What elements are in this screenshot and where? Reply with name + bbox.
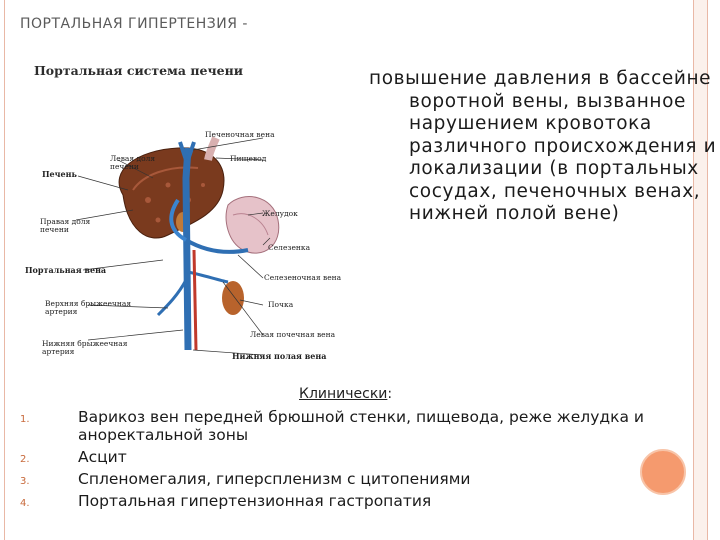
frame-left-line bbox=[4, 0, 5, 540]
label-stomach: Желудок bbox=[262, 209, 298, 218]
definition-text: повышение давления в бассейне воротной в… bbox=[369, 68, 717, 224]
anatomy-illustration bbox=[75, 136, 280, 356]
label-sup-mesenteric: Верхняя брыжеечная артерия bbox=[45, 299, 132, 316]
list-item-text: Асцит bbox=[78, 448, 127, 466]
list-item: 3. Спленомегалия, гиперспленизм с цитопе… bbox=[20, 470, 700, 488]
frame-right-strip bbox=[694, 0, 707, 540]
clinical-heading-colon: : bbox=[387, 386, 393, 402]
label-spleen: Селезенка bbox=[268, 243, 311, 252]
label-right-lobe: Правая доля печени bbox=[40, 217, 91, 234]
clinical-heading: Клинически: bbox=[299, 386, 392, 402]
label-splenic-vein: Селезеночная вена bbox=[264, 273, 342, 282]
label-left-lobe: Левая доля печени bbox=[110, 154, 156, 171]
label-kidney: Почка bbox=[268, 300, 294, 309]
diagram-title: Портальная система печени bbox=[34, 63, 243, 78]
clinical-heading-label: Клинически bbox=[299, 386, 388, 402]
label-liver: Печень bbox=[42, 169, 77, 179]
label-inferior-vena-cava: Нижняя полая вена bbox=[232, 351, 327, 361]
list-number: 1. bbox=[20, 414, 30, 425]
frame-right-line-outer bbox=[707, 0, 708, 540]
list-number: 3. bbox=[20, 476, 30, 487]
list-item-text: Спленомегалия, гиперспленизм с цитопения… bbox=[78, 470, 471, 488]
list-item: 2. Асцит bbox=[20, 448, 700, 466]
slide-title: ПОРТАЛЬНАЯ ГИПЕРТЕНЗИЯ - bbox=[20, 16, 248, 32]
label-inf-mesenteric: Нижняя брыжеечная артерия bbox=[42, 339, 128, 356]
list-item-text: Варикоз вен передней брюшной стенки, пищ… bbox=[78, 408, 644, 444]
list-item-text: Портальная гипертензионная гастропатия bbox=[78, 492, 432, 510]
label-portal-vein: Портальная вена bbox=[25, 265, 107, 275]
label-hepatic-vein: Печеночная вена bbox=[205, 130, 275, 139]
label-left-renal-vein: Левая почечная вена bbox=[250, 330, 336, 339]
decorative-circle bbox=[640, 449, 686, 495]
frame-right-line-inner bbox=[693, 0, 694, 540]
list-item: 4. Портальная гипертензионная гастропати… bbox=[20, 492, 700, 510]
portal-system-diagram bbox=[28, 50, 348, 370]
list-number: 4. bbox=[20, 498, 30, 509]
label-esophagus: Пищевод bbox=[230, 154, 267, 163]
symptom-list: 1. Варикоз вен передней брюшной стенки, … bbox=[20, 408, 700, 514]
list-number: 2. bbox=[20, 454, 30, 465]
list-item: 1. Варикоз вен передней брюшной стенки, … bbox=[20, 408, 700, 444]
